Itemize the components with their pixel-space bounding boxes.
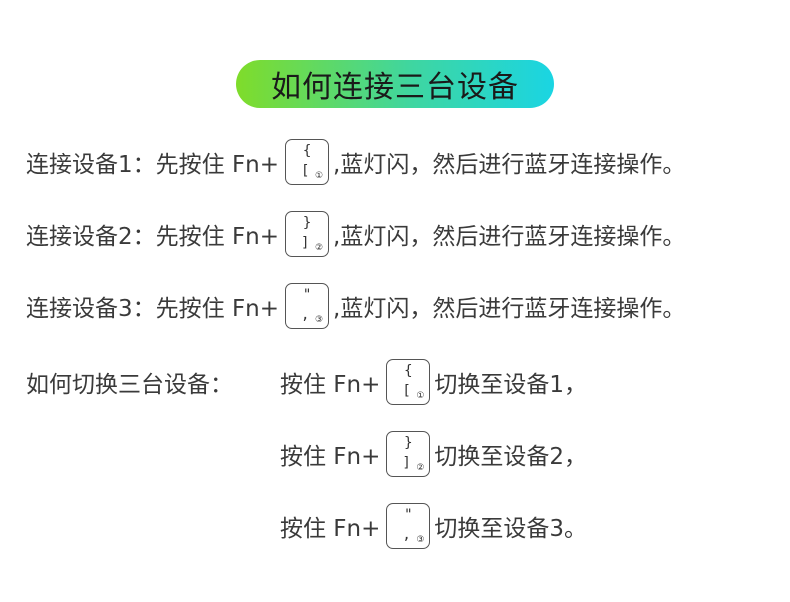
connect-device-1-suffix: ,蓝灯闪，然后进行蓝牙连接操作。 [333, 152, 686, 178]
connect-device-3-suffix: ,蓝灯闪，然后进行蓝牙连接操作。 [333, 296, 686, 322]
key-number: ③ [314, 315, 324, 325]
key-top-char: } [302, 215, 312, 231]
bracket-key-icon: } ] ② [386, 431, 431, 477]
key-number: ② [416, 463, 425, 473]
key-bottom-char: ] [301, 235, 310, 251]
key-bottom-char: , [402, 527, 411, 543]
key-top-char: { [302, 143, 312, 159]
key-bottom-char: [ [402, 383, 411, 399]
connect-device-3-label: 连接设备3：先按住 Fn+ [26, 296, 280, 322]
key-top-char: " [404, 507, 413, 523]
quote-key-icon: " , ③ [285, 283, 330, 329]
bracket-key-icon: { [ ① [386, 359, 431, 405]
key-number: ① [416, 391, 425, 401]
switch-device-1-suffix: 切换至设备1， [434, 372, 588, 398]
quote-key-icon: " , ③ [386, 503, 431, 549]
page-title: 如何连接三台设备 [271, 70, 519, 105]
key-bottom-char: , [301, 307, 310, 323]
key-top-char: } [404, 435, 413, 451]
key-bottom-char: [ [301, 163, 310, 179]
bracket-key-icon: } ] ② [285, 211, 330, 257]
switch-heading: 如何切换三台设备： [26, 372, 233, 398]
title-banner: 如何连接三台设备 [236, 60, 554, 108]
key-number: ③ [416, 535, 425, 545]
connect-device-2-suffix: ,蓝灯闪，然后进行蓝牙连接操作。 [333, 224, 686, 250]
switch-device-2-suffix: 切换至设备2， [434, 444, 588, 470]
switch-device-3-row: 按住 Fn+ " , ③ 切换至设备3。 [280, 501, 587, 551]
key-top-char: " [302, 287, 312, 303]
connect-device-1-label: 连接设备1：先按住 Fn+ [26, 152, 280, 178]
switch-device-1-row: 按住 Fn+ { [ ① 切换至设备1， [280, 357, 587, 407]
switch-device-3-suffix: 切换至设备3。 [434, 516, 588, 542]
bracket-key-icon: { [ ① [285, 139, 330, 185]
switch-device-2-label: 按住 Fn+ [280, 444, 381, 470]
switch-device-3-label: 按住 Fn+ [280, 516, 381, 542]
switch-heading-row: 如何切换三台设备： [26, 357, 233, 407]
switch-device-2-row: 按住 Fn+ } ] ② 切换至设备2， [280, 429, 587, 479]
key-top-char: { [404, 363, 413, 379]
key-bottom-char: ] [402, 455, 411, 471]
connect-device-2-row: 连接设备2：先按住 Fn+ } ] ② ,蓝灯闪，然后进行蓝牙连接操作。 [26, 209, 685, 259]
connect-device-1-row: 连接设备1：先按住 Fn+ { [ ① ,蓝灯闪，然后进行蓝牙连接操作。 [26, 137, 685, 187]
connect-device-3-row: 连接设备3：先按住 Fn+ " , ③ ,蓝灯闪，然后进行蓝牙连接操作。 [26, 281, 685, 331]
key-number: ② [314, 243, 324, 253]
switch-device-1-label: 按住 Fn+ [280, 372, 381, 398]
key-number: ① [314, 171, 324, 181]
connect-device-2-label: 连接设备2：先按住 Fn+ [26, 224, 280, 250]
